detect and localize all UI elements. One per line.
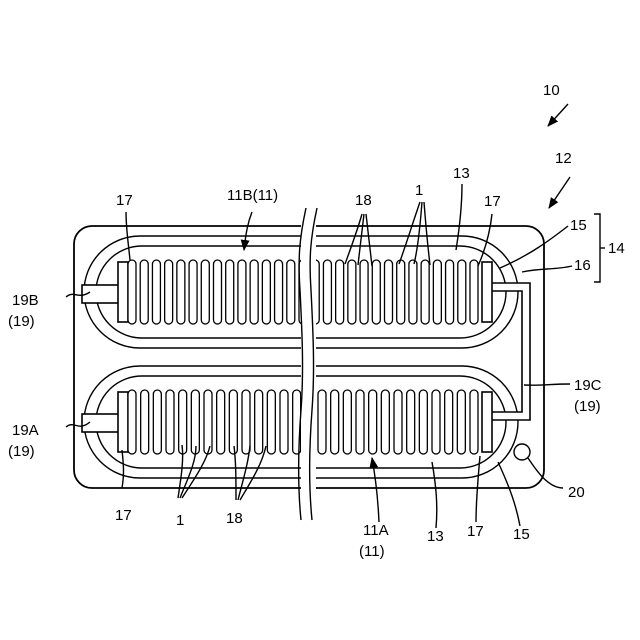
label-electrode-bottom-left: 17	[115, 507, 132, 524]
fin-top	[238, 260, 246, 324]
fin-bottom	[407, 390, 415, 454]
fin-top	[409, 260, 417, 324]
fin-bottom	[343, 390, 351, 454]
fin-bottom	[331, 390, 339, 454]
label-fins-top: 18	[355, 192, 372, 209]
fin-top	[177, 260, 185, 324]
fin-bottom	[318, 390, 326, 454]
fin-bottom	[356, 390, 364, 454]
fin-bottom	[204, 390, 212, 454]
label-bottom-unit: 11A	[363, 522, 389, 539]
fin-top	[348, 260, 356, 324]
fin-top	[360, 260, 368, 324]
label-outer-layer: 16	[574, 257, 591, 274]
electrode-top-right	[482, 262, 492, 322]
label-lead-a: 19A	[12, 422, 39, 439]
fin-bottom	[141, 390, 149, 454]
label-lead-b-sub: (19)	[8, 313, 35, 330]
label-sealant-top: 13	[453, 165, 470, 182]
fin-bottom	[394, 390, 402, 454]
fin-bottom	[128, 390, 136, 454]
label-electrode-top-right: 17	[484, 193, 501, 210]
label-housing: 12	[555, 150, 572, 167]
label-bottom-unit-sub: (11)	[359, 543, 385, 560]
label-fins-bottom: 18	[226, 510, 243, 527]
fin-bottom	[457, 390, 465, 454]
break-line-right	[310, 208, 317, 520]
fin-bottom	[267, 390, 275, 454]
electrode-top-left	[118, 262, 128, 322]
label-port: 20	[568, 484, 585, 501]
fin-bottom	[191, 390, 199, 454]
fin-top	[446, 260, 454, 324]
fin-bottom	[217, 390, 225, 454]
fin-top	[336, 260, 344, 324]
fin-top	[165, 260, 173, 324]
electrode-bottom-right	[482, 392, 492, 452]
label-device: 10	[543, 82, 560, 99]
fin-bottom	[419, 390, 427, 454]
fin-top	[470, 260, 478, 324]
port-circle	[514, 444, 530, 460]
fin-bottom	[445, 390, 453, 454]
fin-top	[458, 260, 466, 324]
label-lead-c-sub: (19)	[574, 398, 601, 415]
fin-top	[226, 260, 234, 324]
fin-top	[189, 260, 197, 324]
fin-top	[128, 260, 136, 324]
fin-top	[262, 260, 270, 324]
label-electrode-bottom-right: 17	[467, 523, 484, 540]
fin-bottom	[369, 390, 377, 454]
fin-top	[433, 260, 441, 324]
fin-top	[385, 260, 393, 324]
fin-top	[323, 260, 331, 324]
fin-top	[287, 260, 295, 324]
label-sealant-bottom: 13	[427, 528, 444, 545]
fin-bottom	[166, 390, 174, 454]
label-layer-group: 14	[608, 240, 625, 257]
label-lead-a-sub: (19)	[8, 443, 35, 460]
fin-top	[275, 260, 283, 324]
fin-top	[250, 260, 258, 324]
fin-top	[152, 260, 160, 324]
fin-bottom	[179, 390, 187, 454]
break-line-left	[299, 208, 306, 520]
label-top-unit: 11B(11)	[227, 187, 278, 204]
fin-bottom	[470, 390, 478, 454]
fin-bottom	[153, 390, 161, 454]
label-bottom-layer: 15	[513, 526, 530, 543]
fin-top	[140, 260, 148, 324]
fin-top	[372, 260, 380, 324]
fin-bottom	[381, 390, 389, 454]
label-cells-top: 1	[415, 182, 423, 199]
fin-bottom	[432, 390, 440, 454]
label-lead-b: 19B	[12, 292, 39, 309]
label-electrode-top-left: 17	[116, 192, 133, 209]
label-cells-bottom: 1	[176, 512, 184, 529]
fin-bottom	[229, 390, 237, 454]
fin-bottom	[242, 390, 250, 454]
electrode-bottom-left	[118, 392, 128, 452]
fin-top	[421, 260, 429, 324]
fin-bottom	[280, 390, 288, 454]
fin-top	[397, 260, 405, 324]
fin-top	[201, 260, 209, 324]
label-lead-c: 19C	[574, 377, 602, 394]
fin-bottom	[255, 390, 263, 454]
fin-top	[214, 260, 222, 324]
label-inner-layer: 15	[570, 217, 587, 234]
